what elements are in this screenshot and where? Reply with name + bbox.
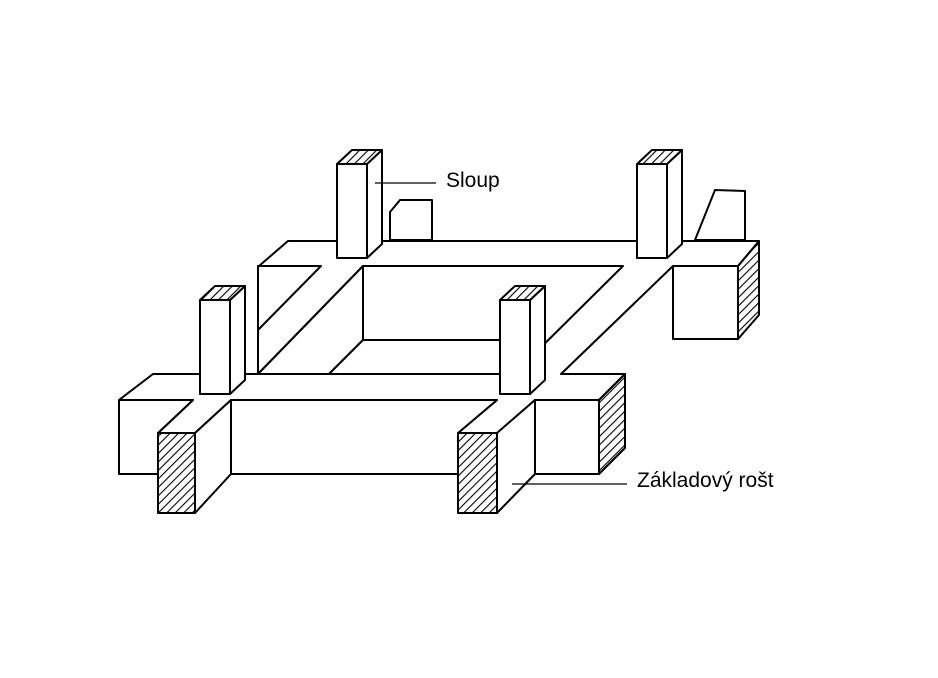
column-front-left	[199, 285, 246, 395]
column-rear-left	[336, 149, 383, 259]
front-beam-right-side	[598, 373, 626, 475]
cross-beam-left-end-face	[157, 432, 196, 514]
left-beam-side	[257, 265, 322, 331]
back-beam-stub-left	[389, 199, 433, 241]
columns	[199, 149, 683, 395]
cross-beam-mid-end-face	[457, 432, 498, 514]
cross-beam-mid-end-side	[496, 399, 536, 514]
cross-beam-left-end-side	[194, 399, 232, 514]
foundation-grid-label: Základový rošt	[637, 469, 774, 492]
column-front-middle	[499, 285, 546, 395]
rear-beam-right-end-front	[672, 265, 739, 340]
column-rear-right	[636, 149, 683, 259]
back-beam-stub-right	[694, 189, 746, 241]
column-label: Sloup	[446, 169, 500, 192]
front-beam-right-face	[534, 399, 600, 475]
